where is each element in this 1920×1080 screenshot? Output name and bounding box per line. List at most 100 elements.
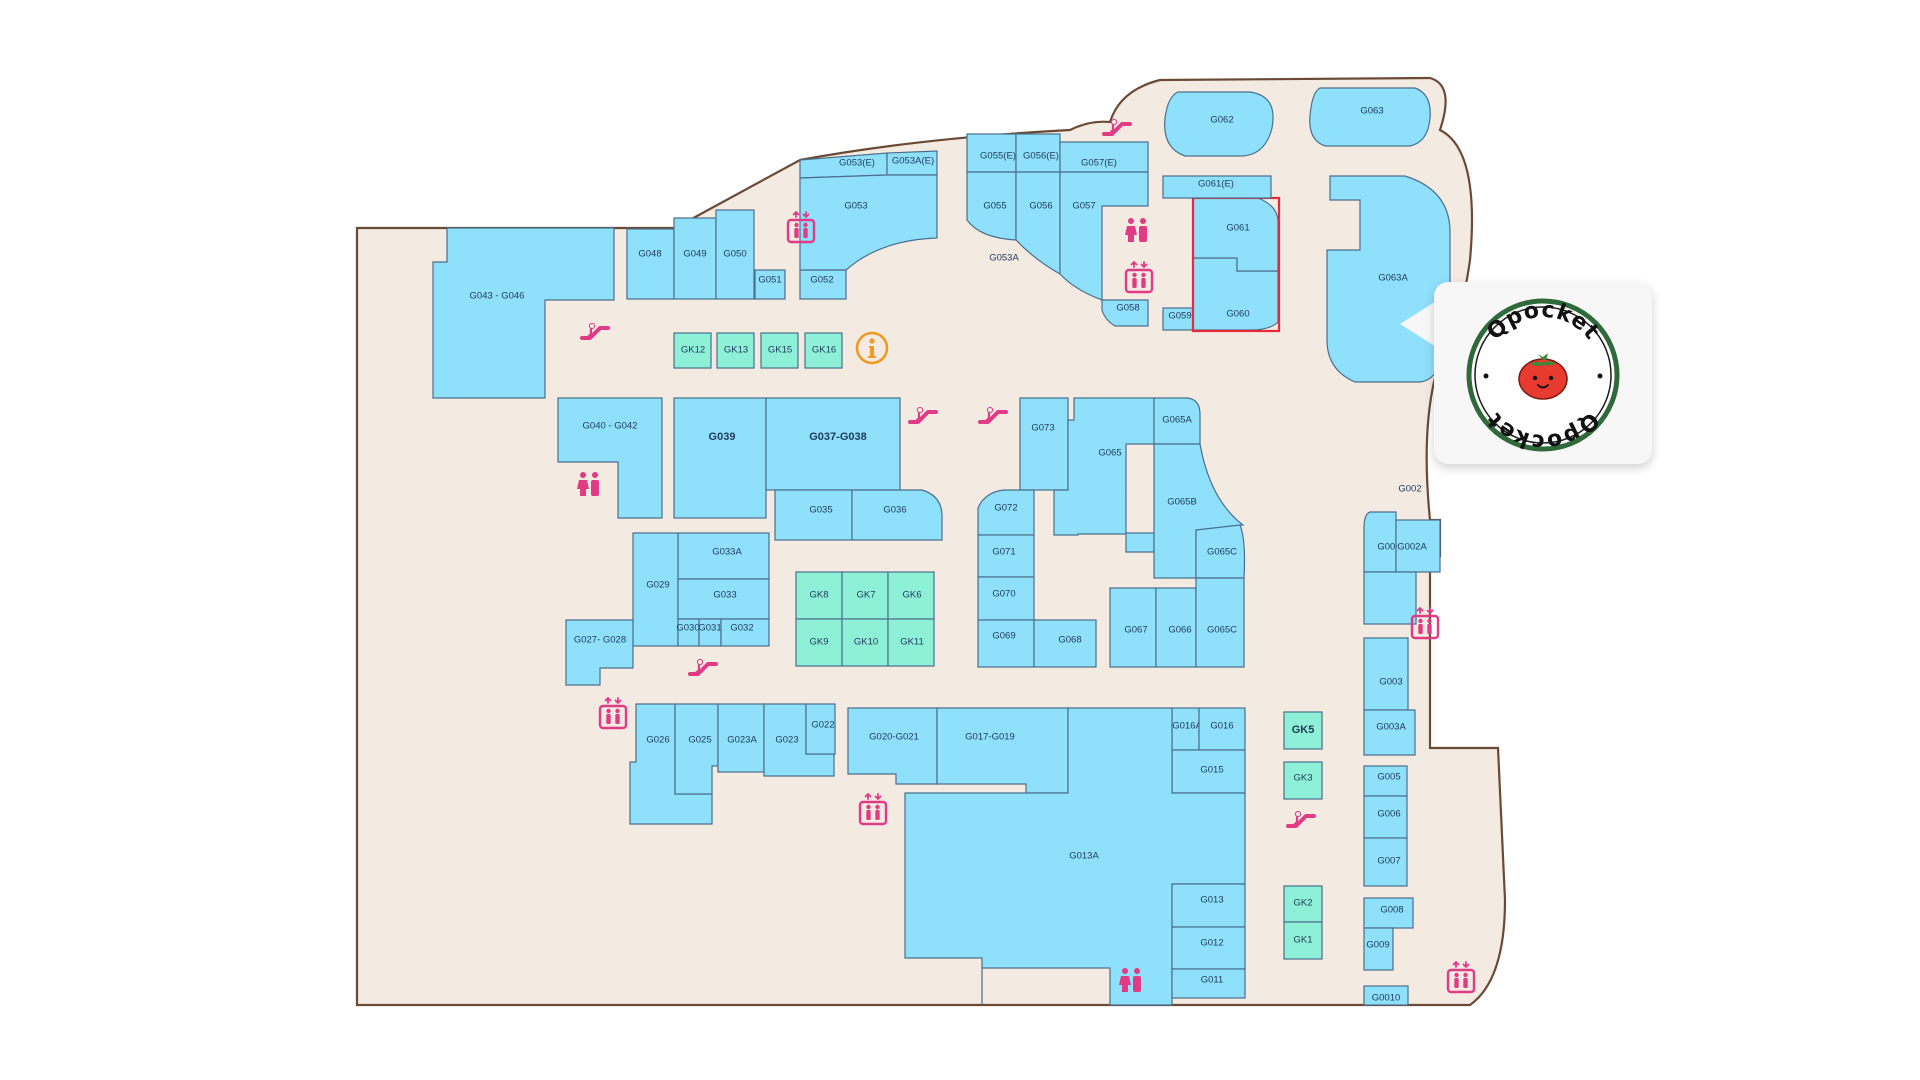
info-icon[interactable] [855, 331, 889, 365]
qpocket-logo: Qpocket Qpocket [1466, 298, 1620, 454]
kiosk-GK8[interactable]: GK8 [795, 571, 843, 620]
unit-G007[interactable]: G007 [1363, 837, 1408, 887]
unit-G072[interactable]: G072 [977, 489, 1035, 536]
svg-text:GK6: GK6 [902, 590, 921, 601]
unit-G039[interactable]: G039 [673, 397, 767, 519]
unit-G066[interactable]: G066 [1155, 587, 1197, 668]
unit-G036[interactable]: G036 [851, 489, 943, 541]
unit-G002A[interactable]: G002A [1395, 519, 1441, 573]
svg-text:G050: G050 [723, 249, 746, 260]
svg-text:G051: G051 [758, 275, 781, 286]
unit-G001[interactable]: G001 [1363, 511, 1401, 573]
unit-G057[interactable]: G057 [1059, 171, 1149, 301]
svg-text:G052: G052 [810, 275, 833, 286]
kiosk-GK12[interactable]: GK12 [673, 332, 712, 369]
kiosk-GK6[interactable]: GK6 [887, 571, 935, 620]
unit-G029[interactable]: G029 [632, 532, 679, 647]
unit-G053AE[interactable]: G053A(E) [886, 150, 938, 176]
unit-G003[interactable]: G003 [1363, 637, 1409, 711]
unit-G043-G046[interactable]: G043 - G046 [432, 227, 615, 399]
unit-G053[interactable]: G053 [799, 174, 938, 271]
unit-G048[interactable]: G048 [626, 228, 675, 300]
svg-text:G0010: G0010 [1372, 993, 1401, 1004]
unit-G065C[interactable]: G065C [1195, 577, 1245, 668]
kiosk-GK13[interactable]: GK13 [716, 332, 755, 369]
unit-G017-G019[interactable]: G017-G019 [936, 707, 1069, 794]
svg-text:G060: G060 [1226, 309, 1249, 320]
unit-G071[interactable]: G071 [977, 534, 1035, 578]
unit-G050[interactable]: G050 [715, 209, 755, 300]
unit-G016A[interactable]: G016A [1171, 707, 1202, 751]
unit-G051[interactable]: G051 [754, 269, 786, 300]
unit-G030[interactable]: G030 [676, 618, 700, 647]
unit-G013[interactable]: G013 [1171, 883, 1246, 928]
unit-G065C-top[interactable]: G065C [1195, 524, 1246, 579]
kiosk-GK1[interactable]: GK1 [1283, 921, 1323, 960]
svg-text:G048: G048 [638, 249, 661, 260]
svg-text:G027- G028: G027- G028 [574, 635, 626, 646]
qpocket-callout[interactable]: Qpocket Qpocket [1434, 282, 1652, 464]
svg-text:G033: G033 [713, 590, 736, 601]
unit-G032[interactable]: G032 [720, 618, 770, 647]
unit-G0010[interactable]: G0010 [1363, 985, 1409, 1006]
unit-G025[interactable]: G025 [674, 703, 719, 795]
svg-text:GK2: GK2 [1293, 898, 1312, 909]
unit-G016[interactable]: G016 [1198, 707, 1246, 751]
unit-G062[interactable]: G062 [1164, 91, 1274, 157]
unit-G059[interactable]: G059 [1162, 307, 1194, 331]
svg-text:G039: G039 [709, 431, 736, 443]
svg-text:G071: G071 [992, 547, 1015, 558]
svg-text:G070: G070 [992, 589, 1015, 600]
unit-G058[interactable]: G058 [1101, 299, 1149, 327]
unit-G055E[interactable]: G055(E) [966, 133, 1017, 173]
svg-text:G065C: G065C [1207, 625, 1237, 636]
unit-G070[interactable]: G070 [977, 576, 1035, 621]
unit-G012[interactable]: G012 [1171, 926, 1246, 970]
unit-G063[interactable]: G063 [1309, 87, 1431, 147]
unit-G040-G042[interactable]: G040 - G042 [557, 397, 663, 519]
unit-G008[interactable]: G008 [1363, 897, 1414, 929]
kiosk-GK15[interactable]: GK15 [760, 332, 799, 369]
unit-G027-G028[interactable]: G027- G028 [565, 619, 634, 686]
kiosk-GK16[interactable]: GK16 [804, 332, 843, 369]
kiosk-GK7[interactable]: GK7 [841, 571, 889, 620]
unit-G073[interactable]: G073 [1019, 397, 1069, 491]
unit-G067[interactable]: G067 [1109, 587, 1157, 668]
unit-G061[interactable]: G061 [1192, 197, 1279, 272]
unit-G065[interactable]: G065 [1053, 397, 1155, 553]
kiosk-GK2[interactable]: GK2 [1283, 885, 1323, 923]
unit-G052[interactable]: G052 [799, 269, 847, 300]
svg-text:G053(E): G053(E) [839, 158, 875, 169]
svg-text:GK16: GK16 [812, 345, 836, 356]
unit-G009[interactable]: G009 [1363, 927, 1394, 971]
unit-G057E[interactable]: G057(E) [1059, 141, 1149, 173]
unit-G031[interactable]: G031 [698, 618, 722, 647]
unit-G005[interactable]: G005 [1363, 765, 1408, 797]
unit-G068[interactable]: G068 [1033, 619, 1097, 668]
unit-G069[interactable]: G069 [977, 619, 1035, 668]
unit-G035[interactable]: G035 [774, 489, 853, 541]
kiosk-GK3[interactable]: GK3 [1283, 761, 1323, 800]
kiosk-GK10[interactable]: GK10 [841, 618, 889, 667]
unit-G003A[interactable]: G003A [1363, 709, 1416, 756]
unit-G020-G021[interactable]: G020-G021 [847, 707, 938, 785]
unit-G015[interactable]: G015 [1171, 749, 1246, 794]
kiosk-GK5[interactable]: GK5 [1283, 711, 1323, 750]
unit-G022[interactable]: G022 [805, 703, 836, 755]
unit-G013A[interactable]: G013A [904, 707, 1246, 1006]
svg-text:G012: G012 [1200, 938, 1223, 949]
unit-G033[interactable]: G033 [677, 578, 770, 620]
unit-G001-lower[interactable] [1363, 571, 1417, 625]
unit-G049[interactable]: G049 [673, 217, 717, 300]
unit-G011[interactable]: G011 [1171, 968, 1246, 999]
unit-G006[interactable]: G006 [1363, 795, 1408, 839]
unit-G037-G038[interactable]: G037-G038 [765, 397, 901, 491]
kiosk-GK11[interactable]: GK11 [887, 618, 935, 667]
svg-text:G057: G057 [1072, 201, 1095, 212]
unit-G065A[interactable]: G065A [1153, 397, 1201, 445]
kiosk-GK9[interactable]: GK9 [795, 618, 843, 667]
unit-G023A[interactable]: G023A [717, 703, 765, 773]
unit-G061E[interactable]: G061(E) [1162, 175, 1272, 199]
unit-G033A[interactable]: G033A [677, 532, 770, 580]
unit-G056E[interactable]: G056(E) [1015, 133, 1061, 173]
